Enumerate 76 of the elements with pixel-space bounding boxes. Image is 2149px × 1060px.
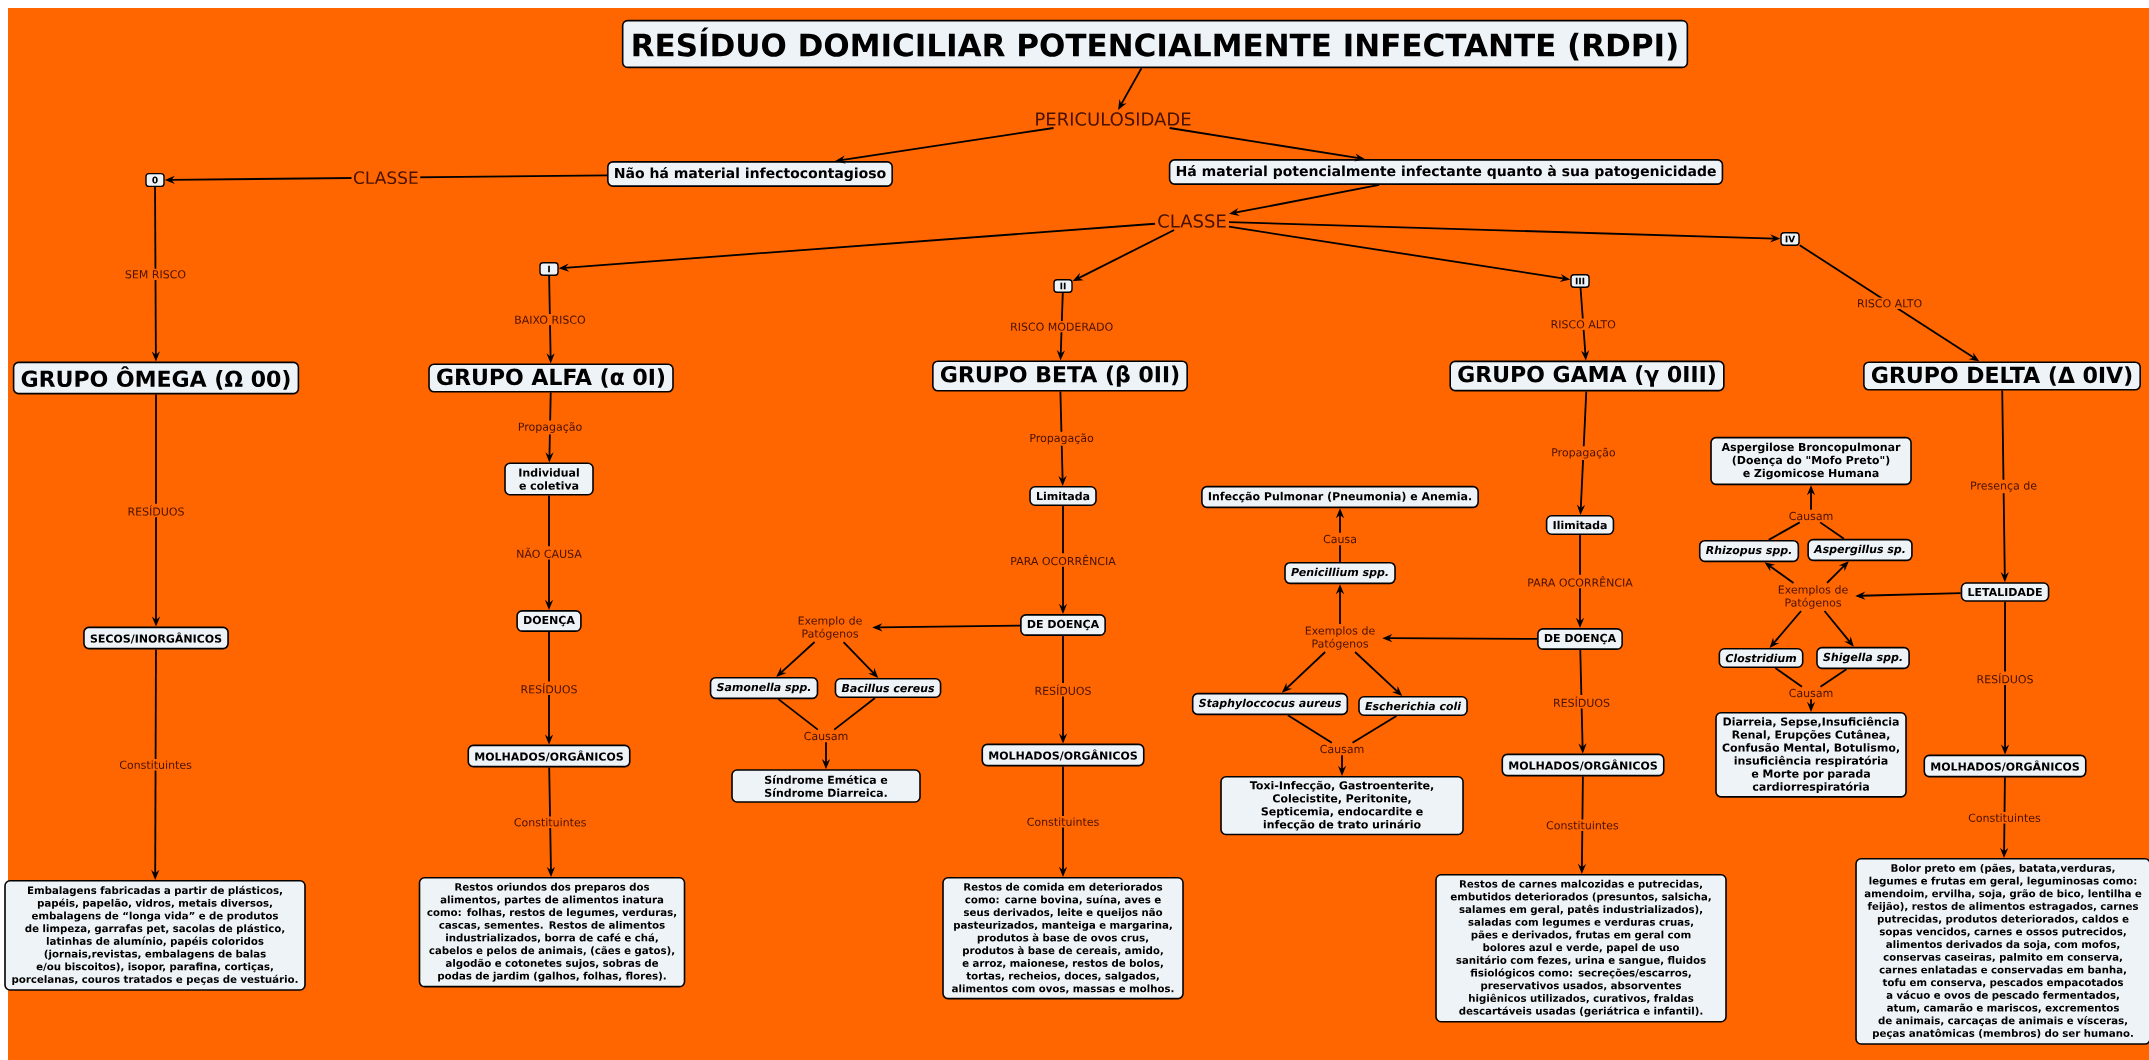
connector-line <box>1774 667 1803 688</box>
class-box: II <box>1053 279 1073 293</box>
concept-box: Há material potencialmente infectante quanto à sua patogenicidade <box>1168 159 1724 185</box>
connector-line <box>1339 544 1341 563</box>
concept-box: Limitada <box>1029 485 1097 507</box>
edge-label: RESÍDUOS <box>1551 695 1612 709</box>
pathogen-box: Shigella spp. <box>1816 646 1910 670</box>
edge-label: PARA OCORRÊNCIA <box>1008 553 1118 567</box>
edge-label: RISCO ALTO <box>1549 318 1618 330</box>
linking-phrase: Causam <box>1320 744 1364 754</box>
connector-line <box>1819 521 1845 540</box>
pathogen-box: Bacillus cereus <box>834 677 942 699</box>
connector-line <box>1819 668 1848 688</box>
pathogen-box: Rhizopus spp. <box>1698 539 1800 563</box>
concept-box: Individual e coletiva <box>504 462 594 496</box>
concept-box: DOENÇA <box>516 610 582 632</box>
description-box: Restos oriundos dos preparos dos alimentos, partes de alimentos inatura como: folhas, restos de legumes, verduras, cascas, sementes. Restos de alimentos industrializados, borra de café e chá, cabelos e pelos de animais, (cães e gatos), algodão e cotonetes sujos, sobras de podas de jardim (galhos, folhas, flores). <box>418 877 686 988</box>
class-box: III <box>1570 274 1590 288</box>
linking-phrase: Exemplo de Patógenos <box>798 616 862 640</box>
linking-phrase: CLASSE <box>1158 214 1226 228</box>
group-box: GRUPO ALFA (α 0I) <box>428 363 674 393</box>
linking-phrase: Exemplos de Patógenos <box>1305 626 1375 650</box>
linking-phrase: Causam <box>1789 511 1833 521</box>
concept-box: Ilimitada <box>1545 514 1615 536</box>
description-box: Toxi-Infecção, Gastroenterite, Colecistite, Peritonite, Septicemia, endocardite e infecção de trato urinário <box>1220 776 1464 836</box>
arrow <box>1826 561 1849 584</box>
connector-line <box>1287 714 1333 744</box>
concept-box: MOLHADOS/ORGÂNICOS <box>1501 753 1665 777</box>
pathogen-box: Staphyloccocus aureus <box>1191 692 1349 716</box>
title-box: RESÍDUO DOMICILIAR POTENCIALMENTE INFECTANTE (RDPI) <box>621 19 1689 69</box>
concept-box: LETALIDADE <box>1960 582 2050 602</box>
edge-label: NÃO CAUSA <box>514 546 584 560</box>
pathogen-box: Penicillium spp. <box>1284 561 1396 585</box>
concept-box: MOLHADOS/ORGÂNICOS <box>1923 754 2087 778</box>
connector-line <box>1351 715 1398 744</box>
linking-phrase: PERICULOSIDADE <box>1036 112 1191 126</box>
concept-box: Infecção Pulmonar (Pneumonia) e Anemia. <box>1201 485 1479 509</box>
connector-line <box>833 697 876 731</box>
pathogen-box: Escherichia coli <box>1358 695 1468 717</box>
class-box: I <box>539 262 559 276</box>
description-box: Restos de comida em deteriorados como: carne bovina, suína, aves e seus derivados, leite e queijos não pasteurizados, manteiga e margarina, produtos à base de ovos crus, produtos à base de cereais, amido, e arroz, maionese, restos de bolos, tortas, recheios, doces, salgados, alimentos com ovos, massas e molhos. <box>942 877 1184 1000</box>
group-box: GRUPO BETA (β 0II) <box>932 360 1188 392</box>
concept-box: MOLHADOS/ORGÂNICOS <box>467 744 631 768</box>
pathogen-box: Samonella spp. <box>709 676 819 700</box>
edge-label: RISCO MODERADO <box>1008 321 1115 333</box>
linking-phrase: Causam <box>804 731 848 741</box>
concept-box: DE DOENÇA <box>1020 614 1106 636</box>
edge-label: SEM RISCO <box>123 268 188 280</box>
description-box: Diarreia, Sepse,Insuficiência Renal, Erupções Cutânea, Confusão Mental, Botulismo, insuficiência respiratória e Morte por parada cardiorrespiratória <box>1715 712 1907 798</box>
group-box: GRUPO ÔMEGA (Ω 00) <box>12 361 300 395</box>
linking-phrase: Causa <box>1323 534 1356 544</box>
edge-label: RESÍDUOS <box>1033 683 1093 697</box>
linking-phrase: Exemplos de Patógenos <box>1778 585 1848 609</box>
connector-line <box>1767 521 1801 541</box>
group-box: GRUPO GAMA (γ 0III) <box>1449 360 1725 392</box>
group-box: GRUPO DELTA (Δ 0IV) <box>1863 361 2141 391</box>
edge-label: BAIXO RISCO <box>512 314 588 326</box>
concept-box: Síndrome Emética e Síndrome Diarreica. <box>731 769 921 803</box>
concept-box: MOLHADOS/ORGÂNICOS <box>981 743 1145 767</box>
concept-box: Aspergilose Broncopulmonar (Doença do "Mofo Preto") e Zigomicose Humana <box>1710 436 1912 486</box>
edge-label: Constituintes <box>512 816 588 828</box>
description-box: Bolor preto em (pães, batata,verduras, legumes e frutas em geral, leguminosas como: amendoim, ervilha, soja, grão de bico, lentilha e feijão), restos de alimentos estragados, carnes putrecidas, produtos deteriorados, caldos e sopas vencidos, carnes e ossos putrecidos, alimentos derivados da soja, com mofos, conservas caseiras, palmito em conserva, carnes enlatadas e conservadas em banha, tofu em conserva, pescados empacotados a vácuo e ovos de pescado fermentados, atum, camarão e mariscos, excrementos de animais, carcaças de animais e vísceras, peças anatômicas (membros) do ser humano. <box>1855 858 2149 1045</box>
connector-line <box>777 698 819 731</box>
pathogen-box: Clostridium <box>1718 647 1804 669</box>
edge-label: RISCO ALTO <box>1855 297 1924 309</box>
concept-box: SECOS/INORGÂNICOS <box>83 626 229 650</box>
linking-phrase: Causam <box>1789 688 1833 698</box>
description-box: Embalagens fabricadas a partir de plásticos, papéis, papelão, vidros, metais diversos, embalagens de “longa vida” e de produtos de limpeza, garrafas pet, sacolas de plástico, latinhas de alumínio, papéis coloridos (jornais,revistas, embalagens de balas e/ou biscoitos), isopor, parafina, cortiças, porcelanas, couros tratados e peças de vestuário. <box>4 880 306 991</box>
class-box: 0 <box>145 172 165 188</box>
edge-label: Propagação <box>1549 446 1618 461</box>
pathogen-box: Aspergillus sp. <box>1807 538 1913 562</box>
concept-box: DE DOENÇA <box>1537 628 1623 650</box>
class-box: IV <box>1780 232 1800 246</box>
concept-box: Não há material infectocontagioso <box>607 161 893 187</box>
description-box: Restos de carnes malcozidas e putrecidas, embutidos deteriorados (presuntos, salsicha, salames em geral, patês industrializados), saladas com legumes e verduras cruas, pães e derivados, frutas em geral com bolores azul e verde, papel de uso sanitário com fezes, urina e sangue, fluidos fisiológicos como: secreções/escarros, preservativos usados, absorventes higiênicos utilizados, curativos, fraldas descartáveis usadas (geriátrica e infantil). <box>1435 874 1727 1023</box>
edge-label: Constituintes <box>1544 819 1621 831</box>
